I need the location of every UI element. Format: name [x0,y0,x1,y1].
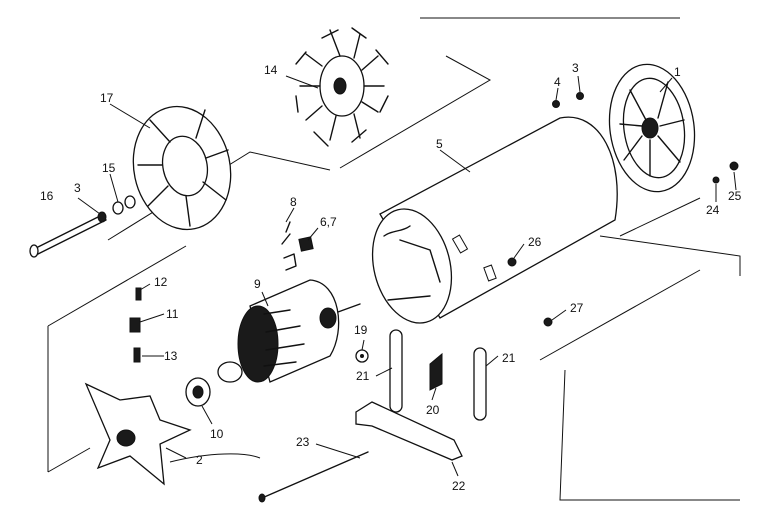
fan-impeller [295,27,389,147]
leader-lines [77,75,737,477]
callout-labels: 1 2 3 3 4 5 6,7 8 9 10 11 12 13 14 15 16… [40,61,742,493]
callout-8: 8 [290,195,297,209]
callout-14: 14 [264,63,278,77]
through-bolt-assembly [29,195,136,258]
callout-13: 13 [164,349,178,363]
callout-19: 19 [354,323,368,337]
bearing [185,377,211,407]
callout-17: 17 [100,91,114,105]
callout-11: 11 [166,307,179,321]
fan-guard-disc [132,105,232,231]
callout-22: 22 [452,479,466,493]
callout-9: 9 [254,277,261,291]
callout-10: 10 [210,427,224,441]
callout-25: 25 [728,189,742,203]
callout-26: 26 [528,235,542,249]
small-hardware [507,92,739,327]
callout-15: 15 [102,161,116,175]
callout-2: 2 [196,453,203,467]
end-bell [608,63,696,193]
tie-rod [258,451,369,503]
callout-3-left: 3 [74,181,81,195]
callout-12: 12 [154,275,168,289]
callout-4: 4 [554,75,561,89]
switch-parts [281,221,314,271]
callout-1: 1 [674,65,681,79]
callout-20: 20 [426,403,440,417]
callout-27: 27 [570,301,584,315]
callout-16: 16 [40,189,54,203]
mounting-bracket-parts [355,329,487,461]
callout-24: 24 [706,203,720,217]
star-mount-plate [84,382,192,486]
callout-21-right: 21 [502,351,516,365]
callout-6-7: 6,7 [320,215,337,229]
callout-5: 5 [436,137,443,151]
callout-3-top: 3 [572,61,579,75]
motor-armature [217,279,361,383]
brush-holder-parts [129,287,142,363]
callout-21-left: 21 [356,369,370,383]
motor-housing [371,116,618,324]
callout-23: 23 [296,435,310,449]
